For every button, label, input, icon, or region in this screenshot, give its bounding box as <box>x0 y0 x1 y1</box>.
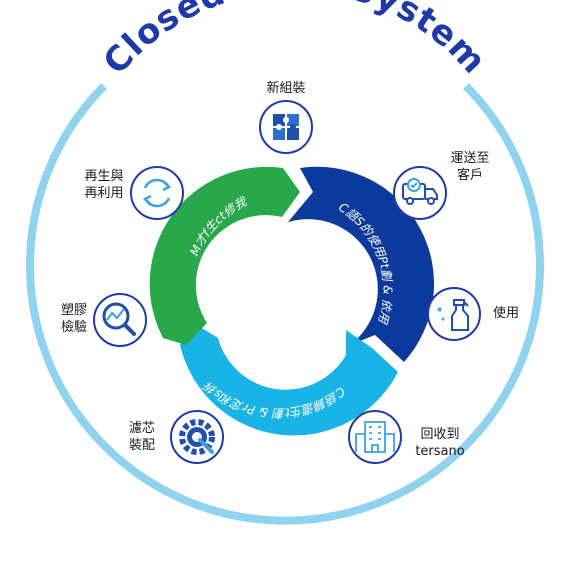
node-inspection <box>93 293 147 347</box>
segment-dark-blue <box>288 166 435 362</box>
node-new-assembly <box>259 100 313 154</box>
label-new-assembly: 新組裝 <box>266 81 306 96</box>
segment-green-sublabel: 個 置 <box>206 247 222 269</box>
label-recycle: 再生與 再利用 <box>84 169 124 201</box>
diagram-title: Closed Loop System <box>96 0 494 82</box>
segment-green <box>149 166 300 345</box>
spray-bottle-icon <box>437 299 469 331</box>
gear-wrench-icon <box>179 419 215 455</box>
node-filter <box>170 410 224 464</box>
node-recycle <box>130 166 184 220</box>
label-return: 回收到 tersano <box>415 427 465 459</box>
puzzle-icon <box>273 114 299 140</box>
node-use <box>427 287 481 341</box>
label-inspection: 塑膠 檢驗 <box>60 303 87 335</box>
segment-cyan <box>180 322 398 436</box>
outer-ring <box>26 83 544 525</box>
building-icon <box>355 421 395 453</box>
magnifier-chart-icon <box>102 302 136 336</box>
label-delivery: 運送至 客戶 <box>450 151 490 183</box>
label-filter: 濾芯 裝配 <box>128 421 155 453</box>
node-delivery <box>393 166 447 220</box>
label-use: 使用 <box>492 306 519 321</box>
recycle-arrows-icon <box>142 178 172 208</box>
delivery-truck-icon <box>402 178 438 205</box>
node-return <box>348 410 402 464</box>
